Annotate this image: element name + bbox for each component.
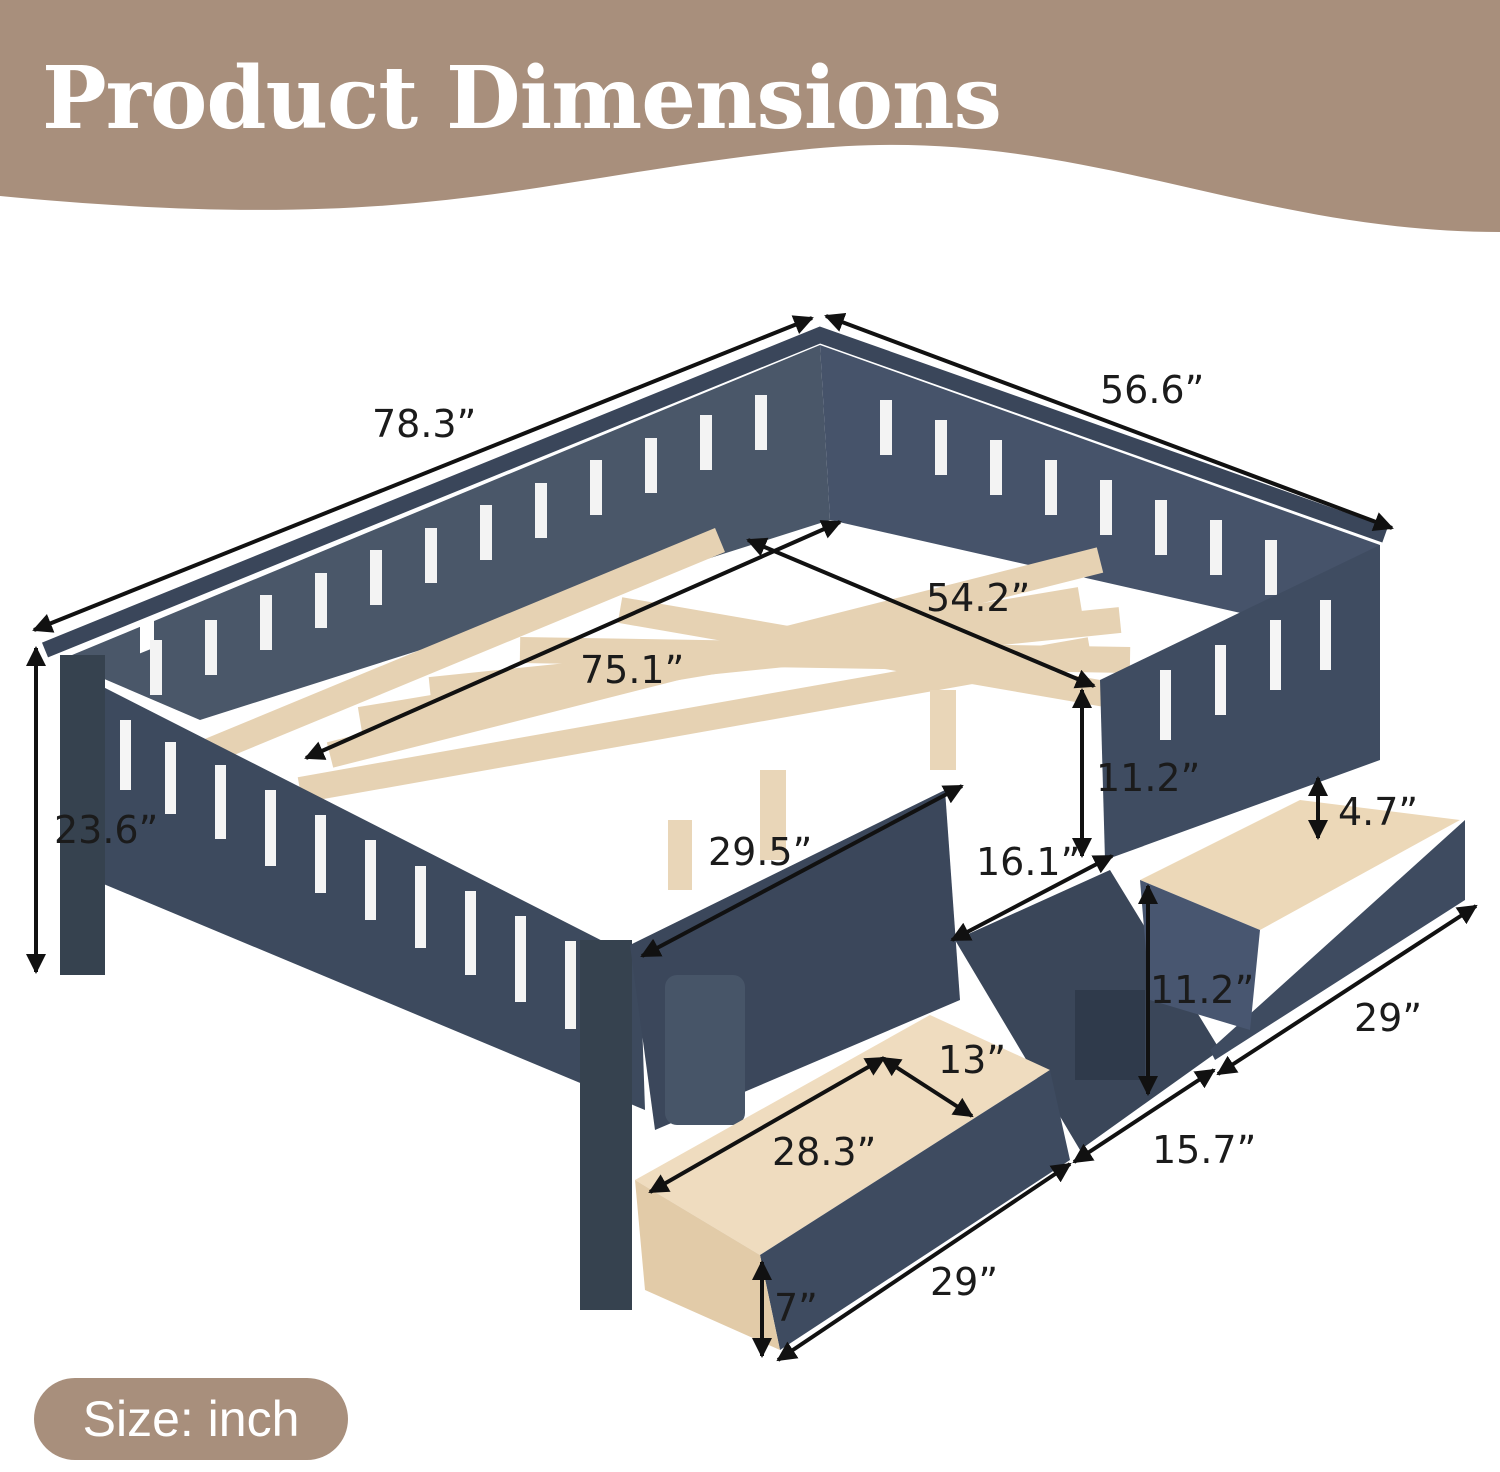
label-drawer-length-right: 29” xyxy=(1354,996,1423,1040)
label-inner-length: 75.1” xyxy=(580,648,685,692)
label-shelf-length: 29.5” xyxy=(708,830,813,874)
label-step-depth: 16.1” xyxy=(976,840,1081,884)
header-band xyxy=(0,0,1500,232)
front-corner-post xyxy=(580,940,632,1310)
header-wave-shape xyxy=(0,0,1500,232)
label-drawer-depth-front: 7” xyxy=(774,1286,818,1330)
label-overall-width: 56.6” xyxy=(1100,368,1205,412)
bookshelf-front xyxy=(665,975,745,1125)
arrow-drawer-length-front xyxy=(776,1162,1072,1362)
arrow-step-width xyxy=(1072,1068,1216,1164)
label-rail-height: 11.2” xyxy=(1096,756,1201,800)
label-step-width: 15.7” xyxy=(1152,1128,1257,1172)
label-inner-width: 54.2” xyxy=(926,576,1031,620)
label-drawer-inner-width: 13” xyxy=(938,1038,1007,1082)
label-drawer-depth-right: 4.7” xyxy=(1338,790,1419,834)
label-overall-height: 23.6” xyxy=(54,808,159,852)
arrow-shelf-length xyxy=(640,784,964,958)
front-drawer-side xyxy=(635,1180,780,1350)
arrow-drawer-length-right xyxy=(1216,904,1478,1076)
arrow-drawer-inner-width xyxy=(880,1056,974,1118)
near-side-rail-panel xyxy=(60,665,645,1110)
arrow-overall-width xyxy=(824,312,1394,532)
label-drawer-inner-length: 28.3” xyxy=(772,1130,877,1174)
dimension-arrows xyxy=(26,312,1478,1362)
arrow-drawer-inner-length xyxy=(648,1056,886,1194)
page-title: Product Dimensions xyxy=(42,48,1002,149)
right-end-rail-gaps xyxy=(1160,600,1331,740)
arrow-overall-length xyxy=(32,315,814,633)
left-corner-post xyxy=(60,655,105,975)
step-opening xyxy=(1075,990,1145,1080)
arrow-inner-width xyxy=(746,537,1096,689)
size-unit-badge: Size: inch xyxy=(34,1378,348,1460)
label-drawer-length-front: 29” xyxy=(930,1260,999,1304)
right-drawer-interior xyxy=(1140,800,1460,930)
near-side-rail-gaps xyxy=(120,720,576,1029)
label-step-height: 11.2” xyxy=(1150,968,1255,1012)
arrow-step-depth xyxy=(950,854,1114,942)
label-overall-length: 78.3” xyxy=(372,402,477,446)
